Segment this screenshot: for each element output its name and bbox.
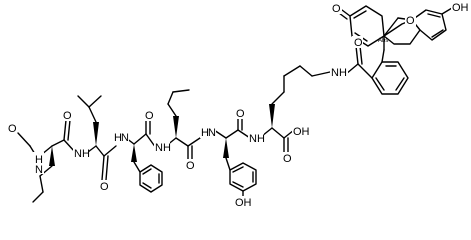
molecule-drawing: O H N O N H O H N O N H O H N: [7, 1, 471, 209]
atom-carbonyl-oxygen-1: O: [63, 110, 72, 122]
atom-nh-hydrogen-4: H: [163, 142, 171, 154]
peptide-structure-diagram: O H N O N H O H N O N H O H N: [7, 1, 471, 209]
atom-nh-hydrogen-5: H: [201, 127, 209, 139]
atom-benzoyl-oxygen: O: [354, 37, 363, 49]
atom-acid-hydroxyl: OH: [293, 126, 310, 138]
atom-tyrosine-hydroxyl: OH: [235, 197, 252, 209]
atom-carbonyl-oxygen-5: O: [236, 108, 245, 120]
atom-carbonyl-oxygen-3: O: [145, 110, 154, 122]
atom-nh-nitrogen-3: N: [121, 132, 129, 144]
atom-carbonyl-oxygen-4: O: [186, 160, 195, 172]
atom-formyl-oxygen: O: [8, 123, 17, 135]
atom-nh-nitrogen-2: N: [74, 148, 82, 160]
atom-nh-hydrogen-3: H: [114, 132, 122, 144]
atom-nh-nitrogen-5: N: [208, 127, 216, 139]
atom-nh-nitrogen-1: N: [35, 164, 43, 176]
atom-carbonyl-oxygen-2: O: [100, 181, 109, 193]
atom-acid-carbonyl-oxygen: O: [283, 153, 292, 165]
stereo-abs-tag: Abs: [378, 38, 388, 44]
atom-nh-hydrogen-2: H: [82, 148, 90, 160]
bond-layer: [17, 5, 453, 203]
atom-xanthene-ring-oxygen: O: [406, 15, 415, 27]
atom-nh-nitrogen-4: N: [155, 142, 163, 154]
atom-xanthene-ketone-oxygen: O: [332, 3, 341, 15]
atom-xanthene-hydroxyl: OH: [452, 2, 469, 14]
atom-amide-nh: NH: [331, 67, 347, 79]
atom-nh-hydrogen-1: H: [35, 154, 43, 166]
atom-lys-nitrogen: N: [249, 133, 257, 145]
atom-lys-hydrogen: H: [257, 133, 265, 145]
atom-label-layer: O H N O N H O H N O N H O H N: [7, 1, 471, 209]
